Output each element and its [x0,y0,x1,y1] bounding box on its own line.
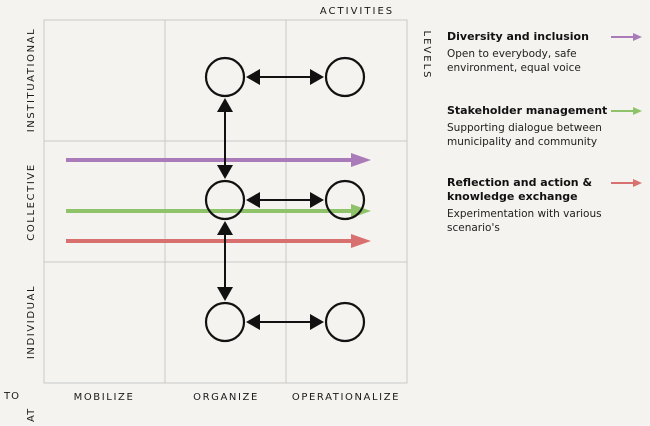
row-label-individual: INDIVIDUAL [26,285,37,359]
levels-axis-title: LEVELS [421,31,432,80]
activities-axis-title: ACTIVITIES [320,6,394,17]
legend-title: Diversity and inclusion [447,30,589,43]
purple-legend-arrow-icon [611,33,642,41]
legend-desc: Experimentation with various scenario's [447,208,602,234]
purple-arrow-head [351,153,371,167]
node-organize-individual [204,301,246,343]
corner-label-at: AT [26,408,37,422]
node-organize-institutional [204,56,246,98]
legend-title: Stakeholder management [447,104,608,117]
corner-label-to: TO [3,391,20,402]
red-arrow-head [351,234,371,248]
node-organize-collective [204,179,246,221]
node-operationalize-institutional [324,56,366,98]
legend-item-stakeholder: Stakeholder management Supporting dialog… [447,104,647,176]
legend-item-reflection: Reflection and action & knowledge exchan… [447,176,647,235]
node-operationalize-individual [324,301,366,343]
legend-desc: Supporting dialogue between municipality… [447,122,602,148]
row-label-collective: COLLECTIVE [26,163,37,241]
green-legend-arrow-icon [611,107,642,115]
legend-desc: Open to everybody, safe environment, equ… [447,48,581,74]
grid-frame [43,19,408,384]
row-label-instituational: INSTITUATIONAL [26,28,37,133]
column-label-organize: ORGANIZE [193,392,259,403]
node-operationalize-collective [324,179,366,221]
column-label-mobilize: MOBILIZE [74,392,135,403]
column-label-operationalize: OPERATIONALIZE [292,392,400,403]
red-legend-arrow-icon [611,179,642,187]
legend-item-diversity: Diversity and inclusion Open to everybod… [447,30,647,104]
legend-title: Reflection and action & knowledge exchan… [447,176,593,203]
legend: Diversity and inclusion Open to everybod… [447,30,647,235]
